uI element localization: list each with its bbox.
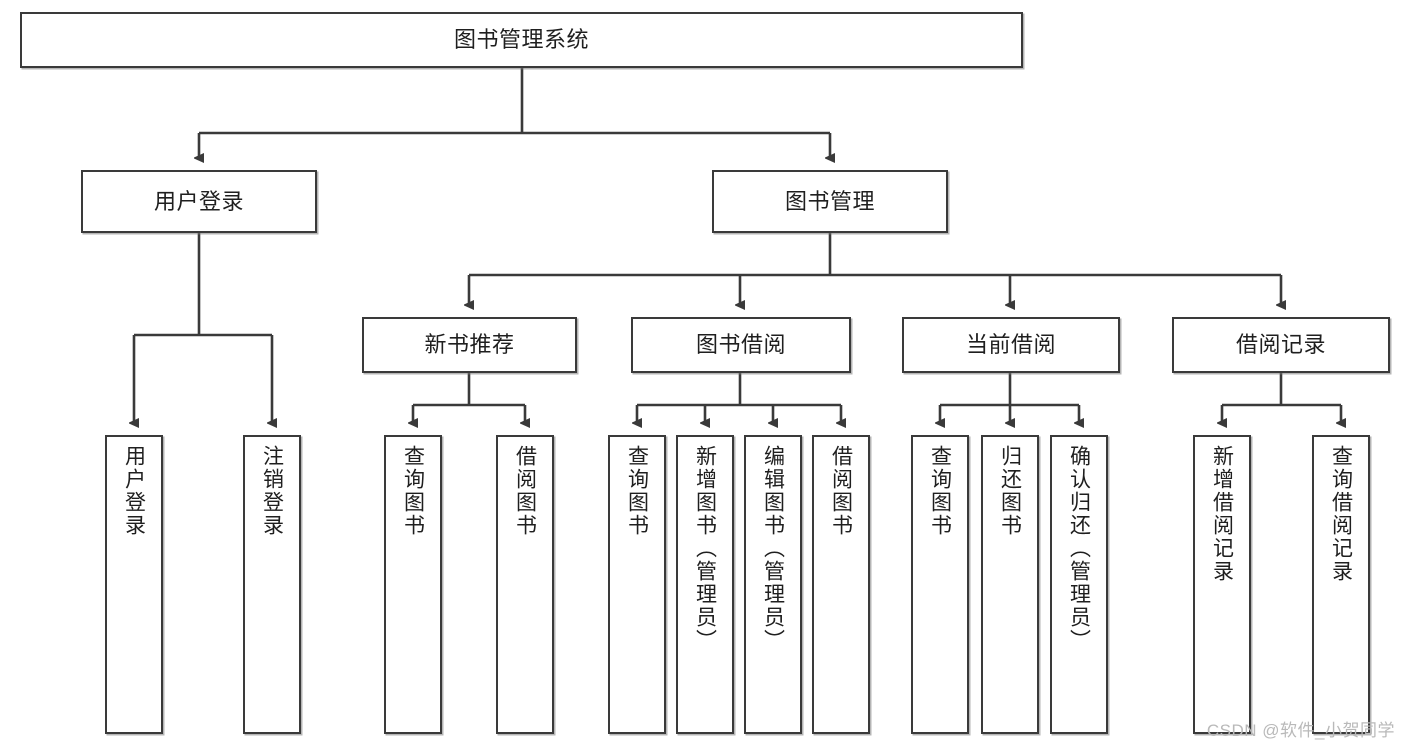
node-leaf-user-login-label: 用户登录 [122,445,146,537]
node-leaf-confirm-return-label: 确认归还（管理员） [1067,445,1091,652]
node-book-management-label: 图书管理 [784,188,875,214]
node-new-book-recommend[interactable]: 新书推荐 [362,317,577,373]
node-leaf-borrow-book-1[interactable]: 借阅图书 [496,435,554,734]
node-leaf-add-record-label: 新增借阅记录 [1210,445,1234,583]
node-user-login[interactable]: 用户登录 [81,170,317,233]
node-leaf-query-book-1-label: 查询图书 [401,445,425,537]
node-borrow-record-label: 借阅记录 [1235,332,1326,358]
node-leaf-query-record-label: 查询借阅记录 [1329,445,1353,583]
node-leaf-return-book-label: 归还图书 [998,445,1022,537]
node-leaf-query-record[interactable]: 查询借阅记录 [1312,435,1370,734]
node-root-label: 图书管理系统 [453,27,589,53]
node-leaf-query-book-1[interactable]: 查询图书 [384,435,442,734]
node-new-book-recommend-label: 新书推荐 [424,332,515,358]
node-leaf-borrow-book-2[interactable]: 借阅图书 [812,435,870,734]
node-book-management[interactable]: 图书管理 [712,170,948,233]
node-leaf-borrow-book-2-label: 借阅图书 [829,445,853,537]
node-leaf-logout-label: 注销登录 [260,445,284,537]
node-root[interactable]: 图书管理系统 [20,12,1023,68]
node-current-borrow-label: 当前借阅 [965,332,1056,358]
node-leaf-query-book-2[interactable]: 查询图书 [608,435,666,734]
node-book-borrow-label: 图书借阅 [695,332,786,358]
node-leaf-add-book-label: 新增图书（管理员） [693,445,717,652]
node-user-login-label: 用户登录 [153,188,244,214]
node-leaf-borrow-book-1-label: 借阅图书 [513,445,537,537]
node-leaf-add-book[interactable]: 新增图书（管理员） [676,435,734,734]
node-leaf-logout[interactable]: 注销登录 [243,435,301,734]
node-book-borrow[interactable]: 图书借阅 [631,317,851,373]
watermark: CSDN @软件_小贺同学 [1206,721,1395,740]
node-leaf-query-book-2-label: 查询图书 [625,445,649,537]
node-leaf-query-book-3[interactable]: 查询图书 [911,435,969,734]
node-leaf-edit-book[interactable]: 编辑图书（管理员） [744,435,802,734]
node-leaf-return-book[interactable]: 归还图书 [981,435,1039,734]
node-leaf-edit-book-label: 编辑图书（管理员） [761,445,785,652]
node-leaf-user-login[interactable]: 用户登录 [105,435,163,734]
node-leaf-confirm-return[interactable]: 确认归还（管理员） [1050,435,1108,734]
node-borrow-record[interactable]: 借阅记录 [1172,317,1390,373]
node-leaf-add-record[interactable]: 新增借阅记录 [1193,435,1251,734]
node-current-borrow[interactable]: 当前借阅 [902,317,1120,373]
node-leaf-query-book-3-label: 查询图书 [928,445,952,537]
